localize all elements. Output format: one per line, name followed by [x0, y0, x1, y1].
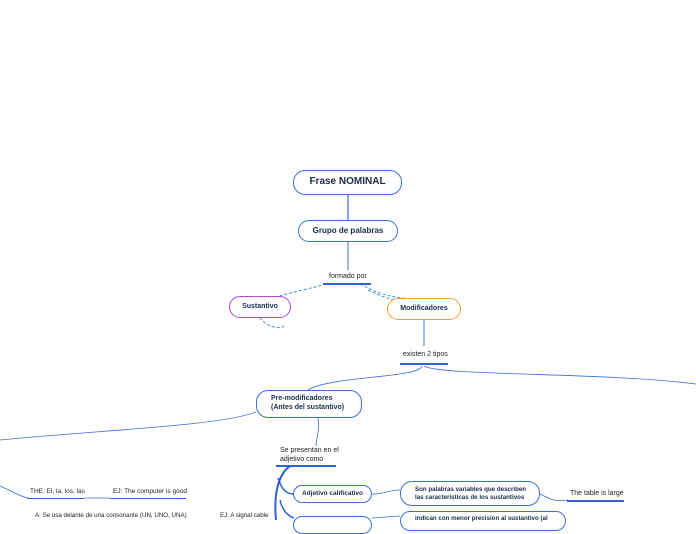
existen-underline [400, 363, 448, 365]
formado-por-label: formado por [329, 273, 367, 280]
sustantivo-label: Sustantivo [242, 302, 278, 310]
existen-label: existen 2 tipos [403, 351, 448, 358]
ej-computer-underline [110, 498, 186, 500]
frase-nominal-node[interactable]: Frase NOMINAL [293, 170, 402, 195]
table-large-underline [567, 500, 624, 502]
ej-signal-label: EJ: A signal cable [220, 512, 269, 519]
connector-adjetivo-palabras [371, 489, 401, 495]
a-rule-label: A: Se usa delante de una consonante (UN,… [35, 512, 187, 519]
connector-trunk-lower [279, 499, 295, 519]
grupo-palabras-node[interactable]: Grupo de palabras [298, 220, 398, 242]
se-presentan-label: Se presentan en el adjetivo como [280, 446, 339, 465]
mind-map-connectors [0, 195, 696, 520]
palabras-variables-node[interactable]: Son palabras variables que describen las… [400, 481, 540, 506]
grupo-palabras-label: Grupo de palabras [312, 226, 384, 235]
se-presentan-line1: Se presentan en el [280, 447, 339, 454]
pre-modificadores-line1: Pre-modificadores [271, 395, 333, 403]
connector-palabras-table [539, 493, 569, 502]
se-presentan-line2: adjetivo como [280, 456, 324, 464]
connector-presentan-trunk [274, 465, 291, 520]
indican-node[interactable]: indican con menor precision al sustantiv… [400, 511, 566, 531]
connector-existen-pre [307, 365, 423, 391]
modificadores-label: Modificadores [400, 304, 448, 312]
connector-existen-right [423, 365, 696, 385]
connector-pre-left [0, 411, 257, 441]
palabras-variables-line1: Son palabras variables que describen [415, 485, 527, 493]
connector-lower-stub [371, 515, 401, 519]
table-large-label: The table is large [570, 490, 624, 497]
ej-computer-label: EJ: The computer is good [113, 488, 187, 495]
modificadores-node[interactable]: Modificadores [387, 298, 461, 320]
pre-modificadores-line2: (Antes del sustantivo) [271, 404, 345, 411]
connector-pre-presentan [315, 417, 319, 447]
indican-label: indican con menor precision al sustantiv… [415, 515, 548, 522]
adjetivo-calificativo-node[interactable]: Adjetivo calificativo [293, 485, 372, 503]
formado-por-underline [323, 283, 371, 285]
adjetivo-calificativo-label: Adjetivo calificativo [301, 489, 364, 497]
lower-node-partial[interactable] [293, 516, 372, 534]
connector-left-the [0, 485, 29, 499]
sustantivo-node[interactable]: Sustantivo [229, 296, 291, 318]
the-articles-label: THE: El, la, los, las [30, 488, 85, 495]
connector-trunk-adjetivo [277, 477, 295, 495]
connector-formado-modificadores [359, 283, 405, 299]
palabras-variables-line2: las características de los sustantivos [415, 493, 525, 501]
pre-modificadores-node[interactable]: Pre-modificadores (Antes del sustantivo) [256, 390, 362, 418]
the-articles-underline [27, 498, 84, 500]
se-presentan-underline [276, 465, 336, 467]
frase-nominal-label: Frase NOMINAL [309, 176, 386, 188]
